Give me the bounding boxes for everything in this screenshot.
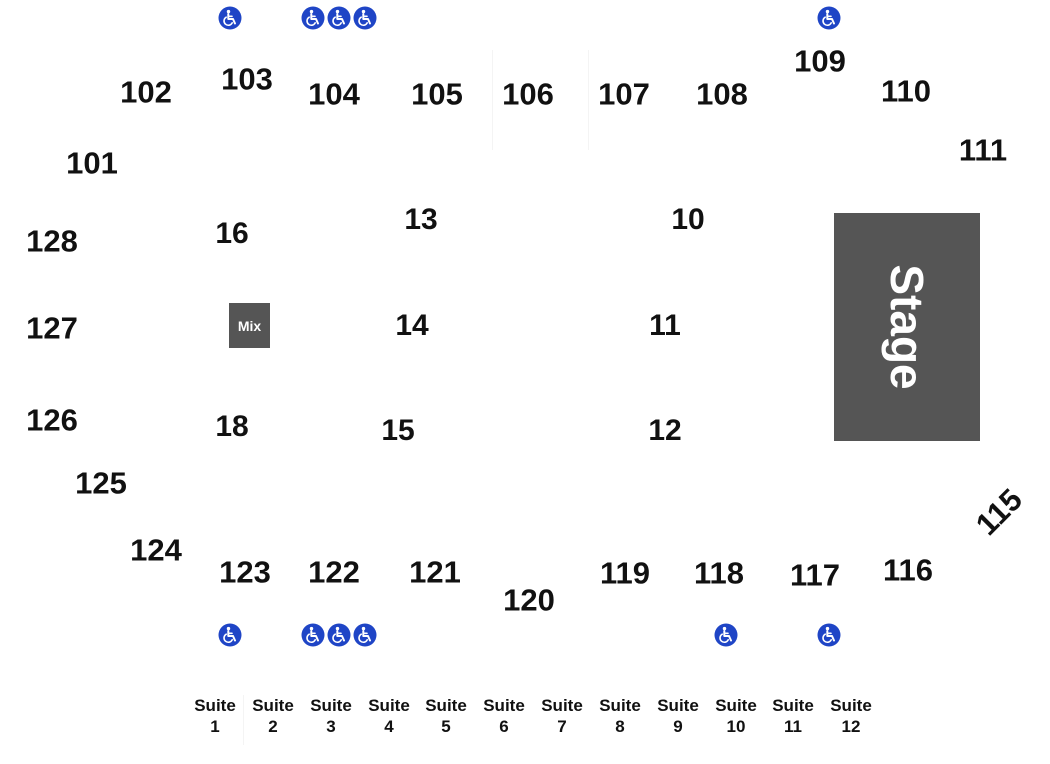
suite-word: Suite bbox=[425, 696, 467, 715]
suite-number: 6 bbox=[499, 717, 509, 736]
section-110[interactable]: 110 bbox=[880, 73, 932, 109]
section-102[interactable]: 102 bbox=[120, 74, 172, 110]
floor-section-16[interactable]: 16 bbox=[215, 217, 249, 250]
section-118[interactable]: 118 bbox=[693, 555, 745, 591]
suite-1[interactable]: Suite 1 bbox=[194, 695, 236, 737]
suite-3[interactable]: Suite 3 bbox=[310, 695, 352, 737]
suite-word: Suite bbox=[483, 696, 525, 715]
section-111[interactable]: 111 bbox=[958, 132, 1008, 168]
mix-position: Mix bbox=[229, 303, 270, 348]
mix-label: Mix bbox=[237, 317, 262, 334]
floor-section-14[interactable]: 14 bbox=[395, 309, 429, 342]
floor-section-13[interactable]: 13 bbox=[404, 203, 438, 236]
wheelchair-icon[interactable] bbox=[817, 6, 841, 30]
suite-word: Suite bbox=[310, 696, 352, 715]
suite-number: 11 bbox=[784, 717, 802, 736]
suite-11[interactable]: Suite 11 bbox=[772, 695, 814, 737]
section-123[interactable]: 123 bbox=[219, 554, 271, 590]
suite-word: Suite bbox=[830, 696, 872, 715]
wheelchair-icon[interactable] bbox=[327, 6, 351, 30]
suite-12[interactable]: Suite 12 bbox=[830, 695, 872, 737]
suite-word: Suite bbox=[599, 696, 641, 715]
floor-section-18[interactable]: 18 bbox=[215, 410, 249, 443]
suite-2[interactable]: Suite 2 bbox=[252, 695, 294, 737]
suite-number: 7 bbox=[557, 717, 567, 736]
section-109[interactable]: 109 bbox=[794, 43, 846, 79]
section-127[interactable]: 127 bbox=[26, 310, 78, 346]
section-105[interactable]: 105 bbox=[411, 76, 463, 112]
suite-number: 9 bbox=[673, 717, 683, 736]
suite-number: 1 bbox=[210, 717, 220, 736]
suite-number: 10 bbox=[726, 717, 746, 736]
wheelchair-icon[interactable] bbox=[353, 6, 377, 30]
suite-word: Suite bbox=[252, 696, 294, 715]
suite-word: Suite bbox=[657, 696, 699, 715]
section-108[interactable]: 108 bbox=[696, 76, 748, 112]
section-116[interactable]: 116 bbox=[882, 552, 934, 588]
divider bbox=[243, 695, 244, 745]
section-101[interactable]: 101 bbox=[66, 145, 118, 181]
section-106[interactable]: 106 bbox=[502, 76, 554, 112]
floor-section-15[interactable]: 15 bbox=[381, 414, 415, 447]
wheelchair-icon[interactable] bbox=[218, 6, 242, 30]
floor-section-11[interactable]: 11 bbox=[649, 309, 681, 342]
suite-4[interactable]: Suite 4 bbox=[368, 695, 410, 737]
section-122[interactable]: 122 bbox=[308, 554, 360, 590]
wheelchair-icon[interactable] bbox=[218, 623, 242, 647]
section-121[interactable]: 121 bbox=[409, 554, 461, 590]
section-119[interactable]: 119 bbox=[599, 555, 651, 591]
wheelchair-icon[interactable] bbox=[353, 623, 377, 647]
wheelchair-icon[interactable] bbox=[301, 623, 325, 647]
suite-word: Suite bbox=[368, 696, 410, 715]
section-128[interactable]: 128 bbox=[26, 223, 78, 259]
suite-number: 8 bbox=[615, 717, 625, 736]
suite-5[interactable]: Suite 5 bbox=[425, 695, 467, 737]
section-125[interactable]: 125 bbox=[75, 465, 127, 501]
suite-word: Suite bbox=[772, 696, 814, 715]
section-126[interactable]: 126 bbox=[26, 402, 78, 438]
suite-9[interactable]: Suite 9 bbox=[657, 695, 699, 737]
stage-label: Stage bbox=[881, 264, 933, 390]
section-107[interactable]: 107 bbox=[598, 76, 650, 112]
suite-number: 4 bbox=[384, 717, 394, 736]
section-117[interactable]: 117 bbox=[789, 557, 841, 593]
suite-7[interactable]: Suite 7 bbox=[541, 695, 583, 737]
suite-word: Suite bbox=[194, 696, 236, 715]
wheelchair-icon[interactable] bbox=[817, 623, 841, 647]
wheelchair-icon[interactable] bbox=[714, 623, 738, 647]
suite-number: 2 bbox=[268, 717, 278, 736]
section-115[interactable]: 115 bbox=[968, 481, 1030, 543]
suite-10[interactable]: Suite 10 bbox=[715, 695, 757, 737]
stage: Stage bbox=[834, 213, 980, 441]
floor-section-12[interactable]: 12 bbox=[648, 414, 682, 447]
section-104[interactable]: 104 bbox=[308, 76, 360, 112]
section-103[interactable]: 103 bbox=[221, 61, 273, 97]
suite-8[interactable]: Suite 8 bbox=[599, 695, 641, 737]
section-120[interactable]: 120 bbox=[503, 582, 555, 618]
suite-number: 3 bbox=[326, 717, 336, 736]
suite-word: Suite bbox=[715, 696, 757, 715]
floor-section-10[interactable]: 10 bbox=[671, 203, 705, 236]
suite-number: 5 bbox=[441, 717, 451, 736]
divider bbox=[588, 50, 589, 150]
divider bbox=[492, 50, 493, 150]
suite-number: 12 bbox=[841, 717, 861, 736]
section-124[interactable]: 124 bbox=[130, 532, 182, 568]
suite-word: Suite bbox=[541, 696, 583, 715]
suite-6[interactable]: Suite 6 bbox=[483, 695, 525, 737]
wheelchair-icon[interactable] bbox=[327, 623, 351, 647]
wheelchair-icon[interactable] bbox=[301, 6, 325, 30]
